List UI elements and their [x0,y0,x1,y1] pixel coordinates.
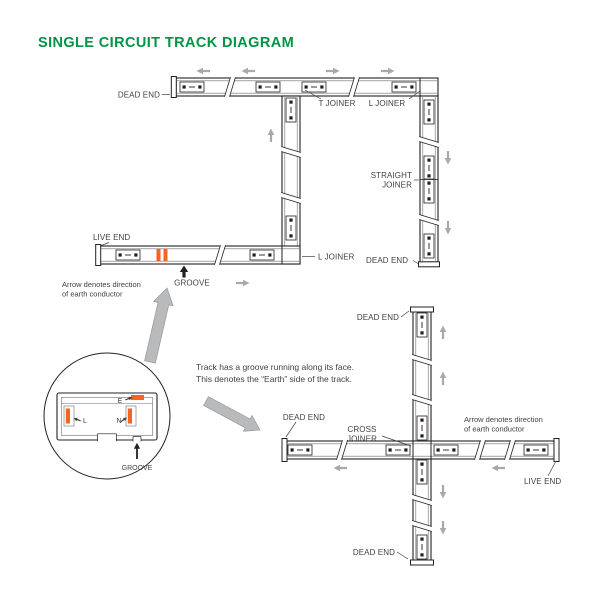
label-dead-end: DEAD END [366,256,408,265]
dead-end-connector [416,312,428,338]
groove-note: Track has a groove running along its fac… [196,362,354,372]
earth-direction-arrow [236,279,250,287]
dead-end-cap [418,261,440,268]
live-end-connector [523,444,549,456]
earth-direction-arrow [439,521,447,535]
label-live-end: LIVE END [524,477,561,486]
earth-direction-arrow [444,221,452,235]
l-joiner-connector [285,215,297,241]
earth-direction-arrow [267,128,275,142]
t-joiner-connector [285,97,297,123]
dead-end-cap [410,559,434,566]
l-joiner-corner [419,77,439,97]
earth-direction-note: Arrow denotes direction [62,280,141,289]
dead-end-cap [170,76,177,98]
label-dead-end: DEAD END [118,91,160,100]
dead-end-cap [410,306,434,313]
label-dead-end: DEAD END [283,413,325,422]
earth-direction-arrow [241,67,255,75]
earth-direction-note: of earth conductor [464,425,525,434]
straight-joiner-connector [423,178,435,204]
cross-joiner-box [412,440,432,460]
dead-end-connector [423,233,435,259]
label-groove: GROOVE [122,465,153,472]
cross-joiner-connector [416,459,428,485]
dead-end-cap [281,438,288,462]
label-dead-end: DEAD END [353,548,395,557]
l-joiner-connector [423,99,435,125]
earth-direction-arrow [439,371,447,385]
earth-direction-note: of earth conductor [62,290,123,299]
earth-direction-arrow [444,151,452,165]
label-l-joiner: L JOINER [369,99,406,108]
dead-end-connector [179,81,205,93]
track-profile [56,392,158,441]
l-joiner-corner [281,245,301,265]
earth-direction-arrow [491,464,505,472]
earth-direction-arrow [196,67,210,75]
live-feed-contact [163,249,168,261]
page-title: SINGLE CIRCUIT TRACK DIAGRAM [38,35,294,51]
groove-pointer-arrow [179,265,189,278]
label-live-end: LIVE END [93,233,130,242]
l-joiner-connector [249,249,275,261]
earth-direction-arrow [333,464,347,472]
label-t-joiner: T JOINER [318,99,355,108]
label-l-joiner: L JOINER [318,253,355,262]
cross-joiner-connector [433,444,459,456]
track-cross-section-inset: E N L GROOVE [43,352,171,480]
live-end-cap [95,244,102,266]
label-groove: GROOVE [174,279,210,288]
earth-direction-arrow [439,325,447,339]
callout-arrow-to-groove [144,287,174,364]
live-end-cap [553,438,560,462]
live-conductor [65,408,70,424]
upper-track-layout: DEAD END T JOINER L JOINER STRAIGHT JOIN… [62,67,452,299]
label-neutral: N [116,418,121,425]
dead-end-connector [287,444,313,456]
lower-track-layout: DEAD END DEAD END CROSS JOINER Arrow den… [281,306,561,566]
cross-joiner-connector [416,415,428,441]
dead-end-connector [416,534,428,560]
groove-pointer-arrow [133,442,141,449]
callout-arrow-to-lower-track [203,396,261,432]
groove-notch [133,436,141,442]
earth-direction-arrow [381,67,395,75]
earth-direction-arrow [439,485,447,499]
earth-direction-note: Arrow denotes direction [464,415,543,424]
label-dead-end: DEAD END [357,313,399,322]
straight-joiner-connector [423,155,435,181]
t-joiner-connector [255,81,281,93]
label-cross-joiner: CROSS [348,425,377,434]
label-live: L [83,418,87,425]
live-end-connector [115,249,141,261]
earth-conductor [131,395,144,400]
label-straight-joiner: JOINER [382,181,412,190]
neutral-conductor [127,408,132,424]
label-earth: E [118,398,123,405]
cross-joiner-connector [385,444,411,456]
groove-note: This denotes the “Earth” side of the tra… [196,374,352,384]
live-feed-contact [156,249,161,261]
l-joiner-connector [391,81,417,93]
earth-direction-arrow [326,67,340,75]
label-straight-joiner: STRAIGHT [371,171,412,180]
label-cross-joiner: JOINER [347,435,377,444]
